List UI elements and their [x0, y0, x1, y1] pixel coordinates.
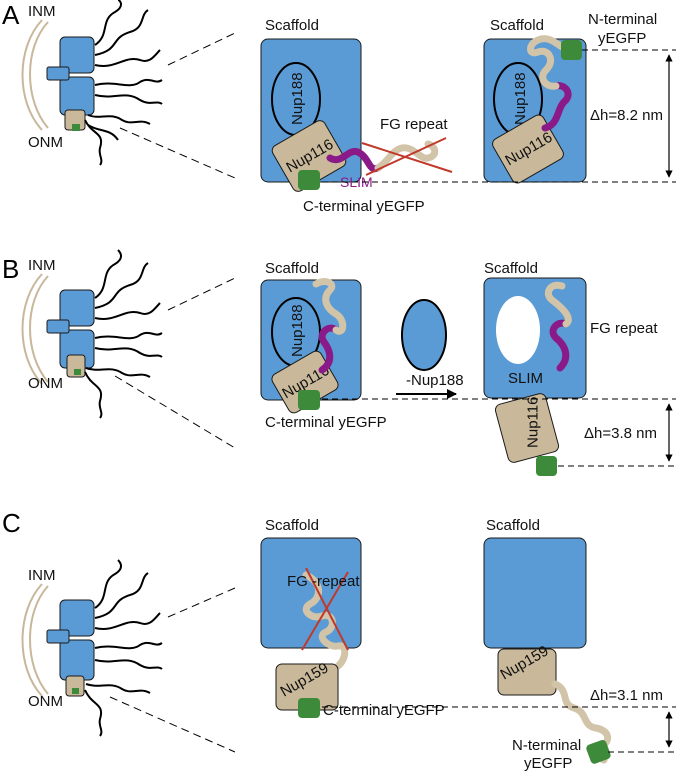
panel-b-right-fg-chain: [544, 281, 572, 328]
panel-b-left-fg-chain: [312, 278, 347, 335]
panel-c-scaffold-right: [483, 537, 587, 649]
panel-c-scaffold-left-label: Scaffold: [265, 517, 319, 534]
panel-a: A INM ONM S: [2, 0, 676, 215]
panel-c-inner-membrane: [29, 585, 49, 695]
panel-c-delta-label: Δh=3.1 nm: [590, 687, 663, 704]
panel-a-letter: A: [2, 0, 20, 30]
panel-a-zoom-line-bottom: [119, 127, 236, 179]
panel-b-onm-label: ONM: [28, 375, 63, 392]
panel-a-outer-membrane: [21, 19, 43, 131]
panel-c-thumb-egfp: [72, 688, 79, 694]
panel-b-scaffold-right-label: Scaffold: [484, 260, 538, 277]
panel-b-thumb-scaffold-top: [59, 289, 95, 327]
panel-a-onm-label: ONM: [28, 134, 63, 151]
panel-a-nup116-left: Nup116: [271, 120, 347, 192]
panel-c-c-egfp: [298, 698, 320, 718]
panel-b-zoom-line-bottom: [114, 375, 236, 449]
panel-a-thumb-scaffold-top: [59, 36, 95, 74]
panel-c-pore-thumbnail: INM ONM: [21, 559, 163, 737]
panel-c-scaffold-right-label: Scaffold: [486, 517, 540, 534]
panel-b-fg-repeat-label: FG repeat: [590, 320, 658, 337]
panel-a-fg-repeat-label: FG repeat: [380, 116, 448, 133]
panel-a-c-terminal-label: C-terminal yEGFP: [303, 198, 425, 215]
panel-b-c-egfp: [298, 390, 320, 410]
panel-b-left-slim-chain: [318, 324, 340, 374]
panel-a-delta-label: Δh=8.2 nm: [590, 107, 663, 124]
panel-c: C INM ONM Scaffold: [2, 508, 676, 772]
panel-a-thumb-egfp: [72, 124, 80, 131]
panel-b-zoom-line-top: [167, 277, 236, 311]
panel-b: B INM ONM Scaffold: [2, 249, 676, 476]
panel-a-inner-membrane: [29, 21, 49, 129]
panel-b-scaffold-left-label: Scaffold: [265, 260, 319, 277]
panel-c-nup159-left: Nup159: [275, 659, 339, 711]
panel-c-n-terminal-line2: yEGFP: [524, 755, 572, 772]
panel-b-delta-label: Δh=3.8 nm: [584, 425, 657, 442]
panel-c-c-terminal-label: C-terminal yEGFP: [323, 702, 445, 719]
panel-c-fg-repeat-label: FG -repeat: [287, 573, 360, 590]
panel-c-inm-label: INM: [28, 567, 56, 584]
panel-c-cross-line-2: [301, 571, 349, 651]
panel-c-thumb-connector: [46, 629, 70, 644]
panel-b-n-egfp: [536, 456, 557, 476]
panel-b-nup188-left-label: Nup188: [289, 304, 306, 357]
panel-a-cross-line-1: [361, 142, 453, 173]
panel-c-zoom-line-bottom: [109, 696, 236, 753]
panel-c-thumb-scaffold-top: [59, 599, 95, 637]
panel-b-empty-site: [496, 296, 540, 364]
panel-c-thumb-fg-strands: [84, 559, 163, 737]
panel-c-n-egfp: [586, 739, 611, 764]
panel-c-nup159-right: Nup159: [497, 642, 557, 696]
panel-b-inm-label: INM: [28, 257, 56, 274]
panel-b-inner-membrane: [29, 275, 49, 383]
panel-a-right-slim-chain: [541, 82, 572, 132]
panel-b-thumb-fg-strands: [84, 249, 163, 419]
panel-c-thumb-nup159: [65, 675, 85, 697]
panel-a-nup188-right-label: Nup188: [512, 72, 529, 125]
panel-b-pore-thumbnail: INM ONM: [21, 249, 163, 419]
panel-a-thumb-connector: [46, 66, 70, 81]
panel-b-thumb-egfp: [74, 369, 81, 375]
panel-a-nup116-right: Nup116: [492, 114, 564, 184]
panel-b-c-terminal-label: C-terminal yEGFP: [265, 414, 387, 431]
panel-b-right-slim-chain: [549, 319, 570, 372]
panel-c-outer-membrane: [21, 583, 43, 697]
panel-b-nup116-right: Nup116: [494, 393, 560, 463]
panel-b-letter: B: [2, 254, 19, 284]
panel-a-inm-label: INM: [28, 3, 56, 20]
panel-a-nup188-left-label: Nup188: [289, 72, 306, 125]
panel-a-zoom-line-top: [167, 32, 236, 66]
panel-c-n-terminal-line1: N-terminal: [512, 737, 581, 754]
panel-a-pore-thumbnail: INM ONM: [21, 0, 163, 166]
panel-b-thumb-connector: [46, 319, 70, 334]
panel-a-thumb-fg-strands: [84, 0, 163, 166]
panel-a-scaffold-left-label: Scaffold: [265, 17, 319, 34]
panel-a-right-fg-chain: [527, 35, 572, 90]
panel-a-c-egfp: [298, 170, 320, 190]
panel-c-thumb-scaffold-bottom: [59, 639, 95, 681]
panel-c-onm-label: ONM: [28, 693, 63, 710]
panel-b-removed-nup188: [401, 299, 447, 371]
panel-a-fg-chain: [374, 140, 439, 172]
panel-b-outer-membrane: [21, 273, 43, 385]
panel-b-minus-nup188-label: -Nup188: [406, 372, 464, 389]
panel-c-zoom-line-top: [167, 587, 236, 618]
panel-a-cross-line-2: [365, 137, 447, 176]
panel-a-n-terminal-line1: N-terminal: [588, 11, 657, 28]
panel-a-thumb-scaffold-bottom: [59, 76, 95, 116]
panel-b-slim-label: SLIM: [508, 370, 543, 387]
panel-a-scaffold-right-label: Scaffold: [490, 17, 544, 34]
panel-a-n-terminal-line2: yEGFP: [598, 30, 646, 47]
panel-a-slim-chain: [326, 147, 382, 173]
panel-c-scaffold-left: [260, 537, 362, 649]
panel-b-nup116-right-label: Nup116: [525, 397, 542, 448]
panel-a-n-egfp: [561, 40, 582, 60]
panel-c-letter: C: [2, 508, 21, 538]
